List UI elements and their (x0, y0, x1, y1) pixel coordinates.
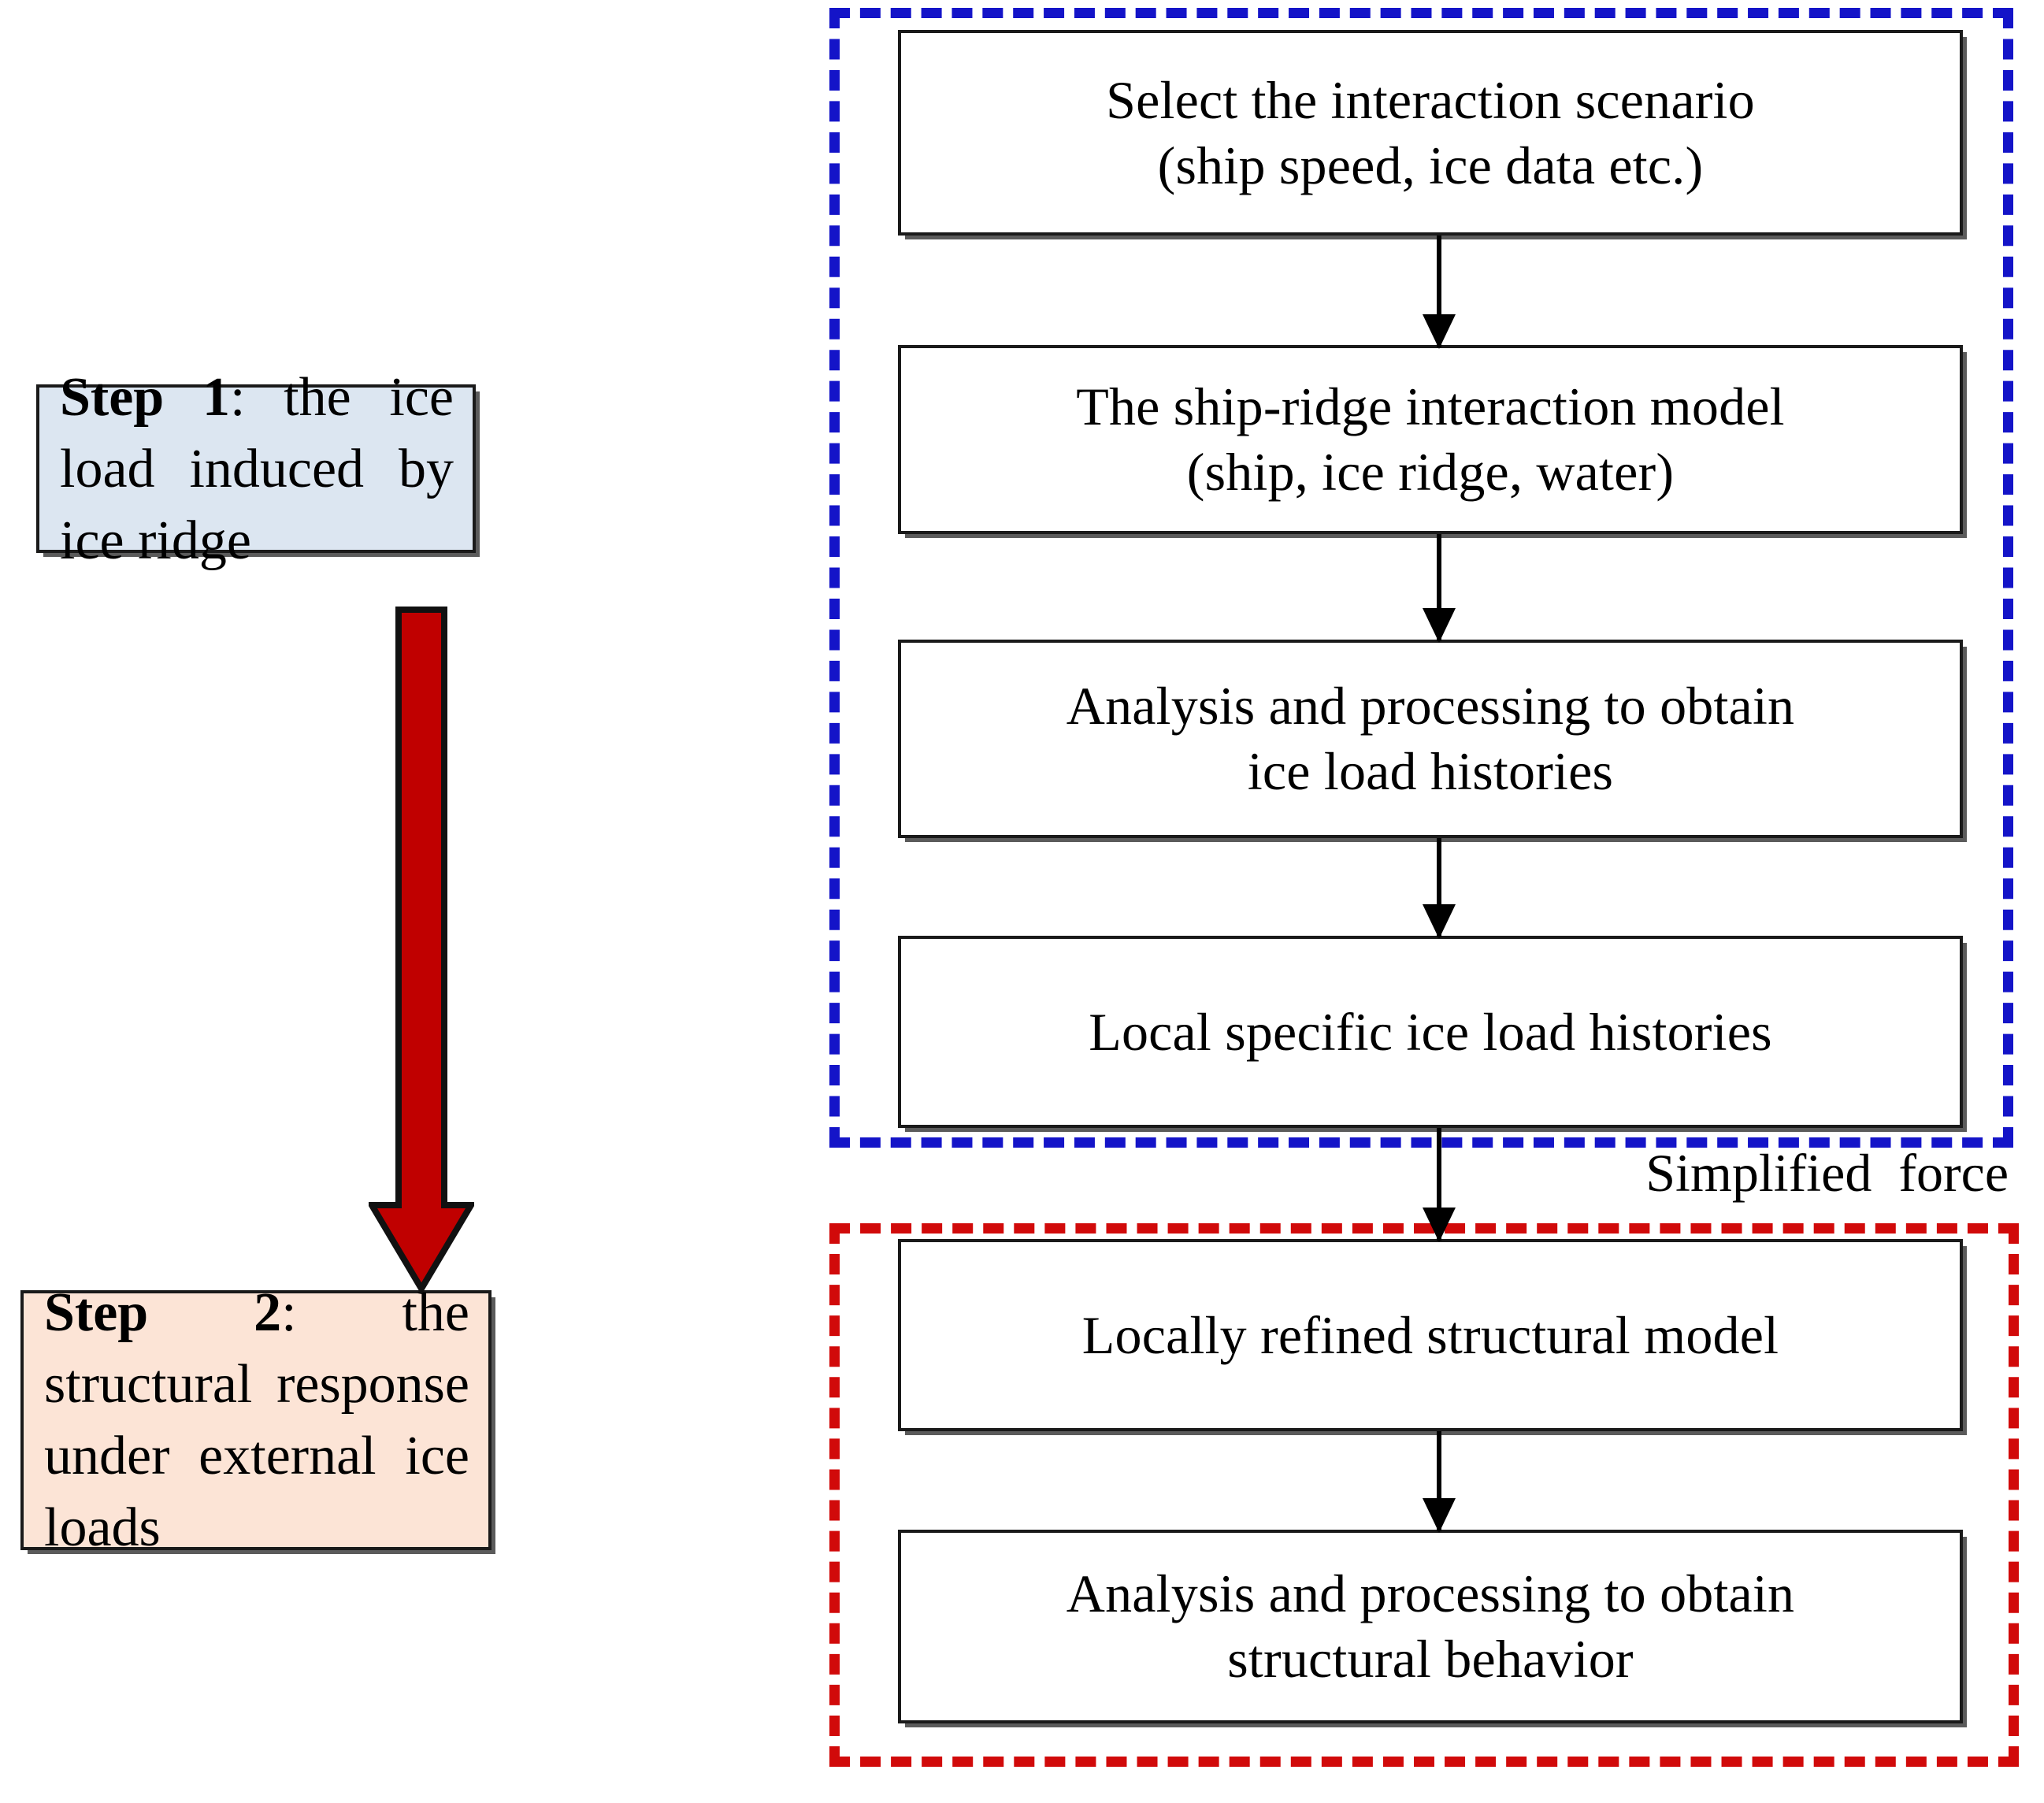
flow-box-label: Analysis and processing to obtain struct… (1066, 1564, 1795, 1689)
step-1-label-bold: Step 1 (60, 366, 230, 428)
step-2-box[interactable]: Step 2: the structural response under ex… (20, 1282, 492, 1558)
step-2-label-rest: : the structural response under external… (44, 1282, 469, 1558)
flow-box-locally-refined-structural-model[interactable]: Locally refined structural model (898, 1239, 1963, 1431)
step-2-label-bold: Step 2 (44, 1282, 282, 1343)
flow-box-local-specific-ice-load-histories[interactable]: Local specific ice load histories (898, 936, 1963, 1128)
connector-arrow-local-to-refined-model (1437, 1128, 1441, 1241)
red-dashed-group-structural-response-stage (829, 1223, 2019, 1767)
flow-box-ship-ridge-interaction-model[interactable]: The ship-ridge interaction model (ship, … (898, 345, 1963, 534)
red-down-arrow-icon (369, 607, 474, 1293)
connector-arrow-model-to-analysis (1437, 534, 1441, 641)
connector-arrow-refined-to-struct-analysis (1437, 1431, 1441, 1531)
simplified-force-annotation: Simplified force (1645, 1143, 2009, 1203)
step-1-text: Step 1: the ice load induced by ice ridg… (60, 362, 454, 577)
flow-box-label: The ship-ridge interaction model (ship, … (1076, 377, 1785, 502)
flow-box-label: Select the interaction scenario (ship sp… (1106, 69, 1755, 195)
flow-box-analysis-processing-ice-load-histories[interactable]: Analysis and processing to obtain ice lo… (898, 640, 1963, 838)
connector-arrow-scenario-to-model (1437, 236, 1441, 347)
connector-arrow-analysis-to-local (1437, 838, 1441, 937)
blue-dashed-group-ice-load-stage (829, 8, 2013, 1148)
flow-box-label: Analysis and processing to obtain ice lo… (1066, 676, 1795, 801)
flow-box-analysis-processing-structural-behavior[interactable]: Analysis and processing to obtain struct… (898, 1530, 1963, 1723)
step-2-text: Step 2: the structural response under ex… (44, 1277, 469, 1564)
step-1-label-rest: : the ice load induced by ice ridge (60, 366, 454, 571)
flow-box-label: Local specific ice load histories (1089, 1001, 1772, 1062)
step-1-box[interactable]: Step 1: the ice load induced by ice ridg… (36, 367, 476, 571)
flow-box-label: Locally refined structural model (1081, 1304, 1779, 1365)
flow-box-select-interaction-scenario[interactable]: Select the interaction scenario (ship sp… (898, 30, 1963, 236)
